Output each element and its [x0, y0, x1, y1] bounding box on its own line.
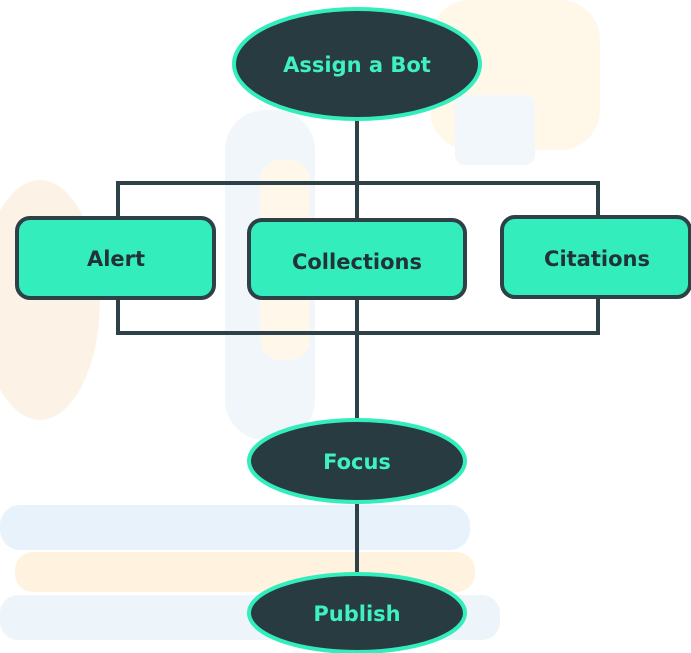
node-citations-label: Citations [544, 247, 650, 271]
node-collections-shape [247, 218, 467, 300]
node-focus-shape [247, 418, 467, 504]
node-assign-a-bot: Assign a Bot [232, 7, 482, 121]
bg-lightbulb-base [455, 95, 535, 165]
node-publish-shape [247, 572, 467, 653]
node-citations: Citations [500, 215, 691, 299]
node-collections-label: Collections [292, 250, 422, 274]
node-focus-label: Focus [323, 450, 391, 474]
node-alert: Alert [15, 216, 216, 300]
node-focus: Focus [247, 418, 467, 504]
node-publish: Publish [247, 572, 467, 653]
node-assign-a-bot-label: Assign a Bot [283, 53, 431, 77]
bg-books-1 [0, 505, 470, 550]
node-alert-label: Alert [87, 247, 145, 271]
node-publish-label: Publish [313, 602, 400, 626]
node-citations-shape [500, 215, 691, 299]
node-collections: Collections [247, 218, 467, 300]
node-alert-shape [15, 216, 216, 300]
connectors [116, 118, 600, 574]
node-assign-a-bot-shape [232, 7, 482, 121]
